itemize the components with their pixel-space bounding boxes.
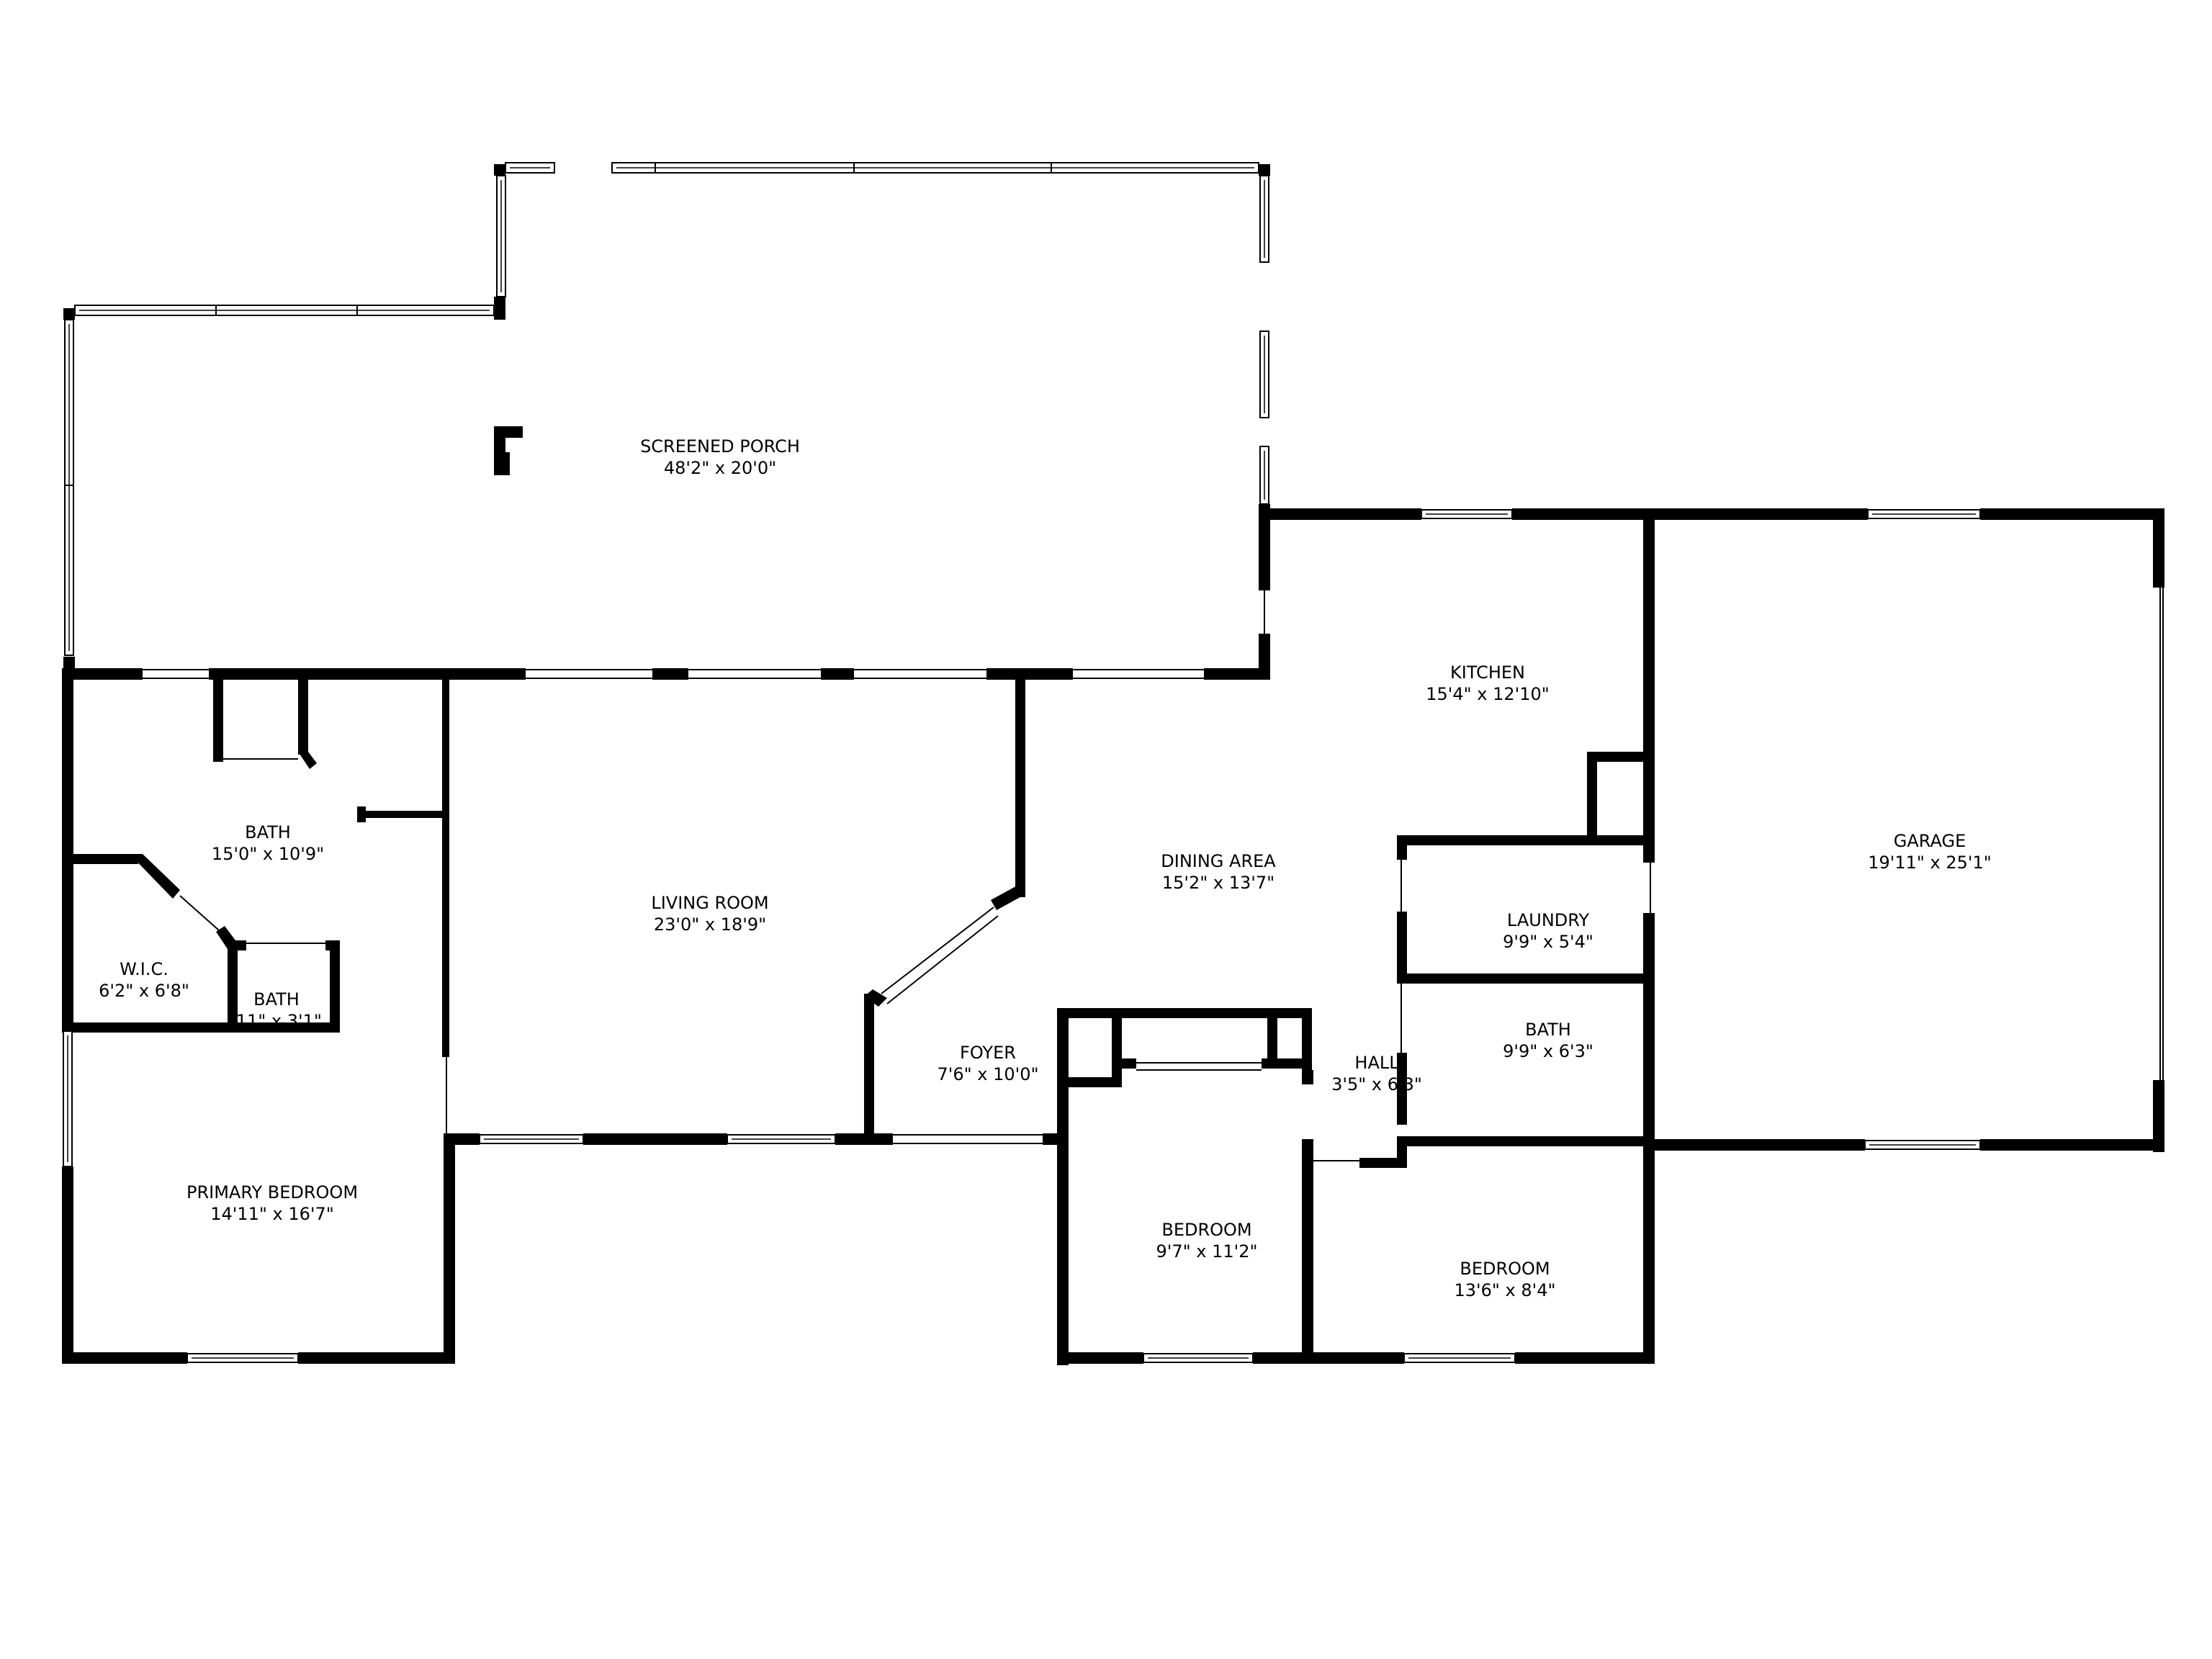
room-size-wic: 6'2" x 6'8" xyxy=(99,981,189,1001)
room-name-bath-hall: BATH xyxy=(1525,1020,1571,1040)
porch-column xyxy=(494,428,505,457)
room-size-foyer: 7'6" x 10'0" xyxy=(937,1064,1038,1084)
room-name-living-room: LIVING ROOM xyxy=(651,893,768,913)
room-name-primary-bedroom: PRIMARY BEDROOM xyxy=(186,1182,358,1202)
walls xyxy=(62,164,2164,1365)
room-name-hall: HALL xyxy=(1354,1053,1399,1073)
room-size-living-room: 23'0" x 18'9" xyxy=(654,914,766,935)
room-name-laundry: LAUNDRY xyxy=(1507,910,1589,930)
room-size-screened-porch: 48'2" x 20'0" xyxy=(664,458,776,478)
openings xyxy=(143,588,2164,1161)
room-size-hall: 3'5" x 6'3" xyxy=(1331,1074,1422,1094)
room-name-kitchen: KITCHEN xyxy=(1450,662,1525,683)
room-name-dining-area: DINING AREA xyxy=(1161,851,1276,871)
room-size-dining-area: 15'2" x 13'7" xyxy=(1162,873,1274,893)
room-size-garage: 19'11" x 25'1" xyxy=(1868,853,1992,873)
room-size-bedroom-2: 13'6" x 8'4" xyxy=(1454,1280,1555,1300)
room-size-bedroom-1: 9'7" x 11'2" xyxy=(1156,1241,1257,1262)
room-size-bath-hall: 9'9" x 6'3" xyxy=(1503,1041,1593,1061)
room-name-bath-small: BATH xyxy=(253,989,300,1010)
room-size-laundry: 9'9" x 5'4" xyxy=(1503,932,1593,952)
windows xyxy=(63,162,1981,1363)
room-size-primary-bedroom: 14'11" x 16'7" xyxy=(210,1204,334,1224)
room-name-screened-porch: SCREENED PORCH xyxy=(640,436,800,457)
room-name-wic: W.I.C. xyxy=(120,959,168,979)
room-size-kitchen: 15'4" x 12'10" xyxy=(1426,684,1550,704)
room-name-bedroom-1: BEDROOM xyxy=(1161,1220,1251,1240)
room-labels: SCREENED PORCH 48'2" x 20'0" KITCHEN 15'… xyxy=(99,436,1992,1300)
room-name-garage: GARAGE xyxy=(1894,831,1966,851)
room-name-bedroom-2: BEDROOM xyxy=(1460,1259,1550,1279)
room-size-bath-primary: 15'0" x 10'9" xyxy=(212,844,324,864)
room-name-bath-primary: BATH xyxy=(245,822,291,842)
room-size-bath-small: '11" x 3'1" xyxy=(231,1011,322,1031)
room-name-foyer: FOYER xyxy=(960,1043,1016,1063)
